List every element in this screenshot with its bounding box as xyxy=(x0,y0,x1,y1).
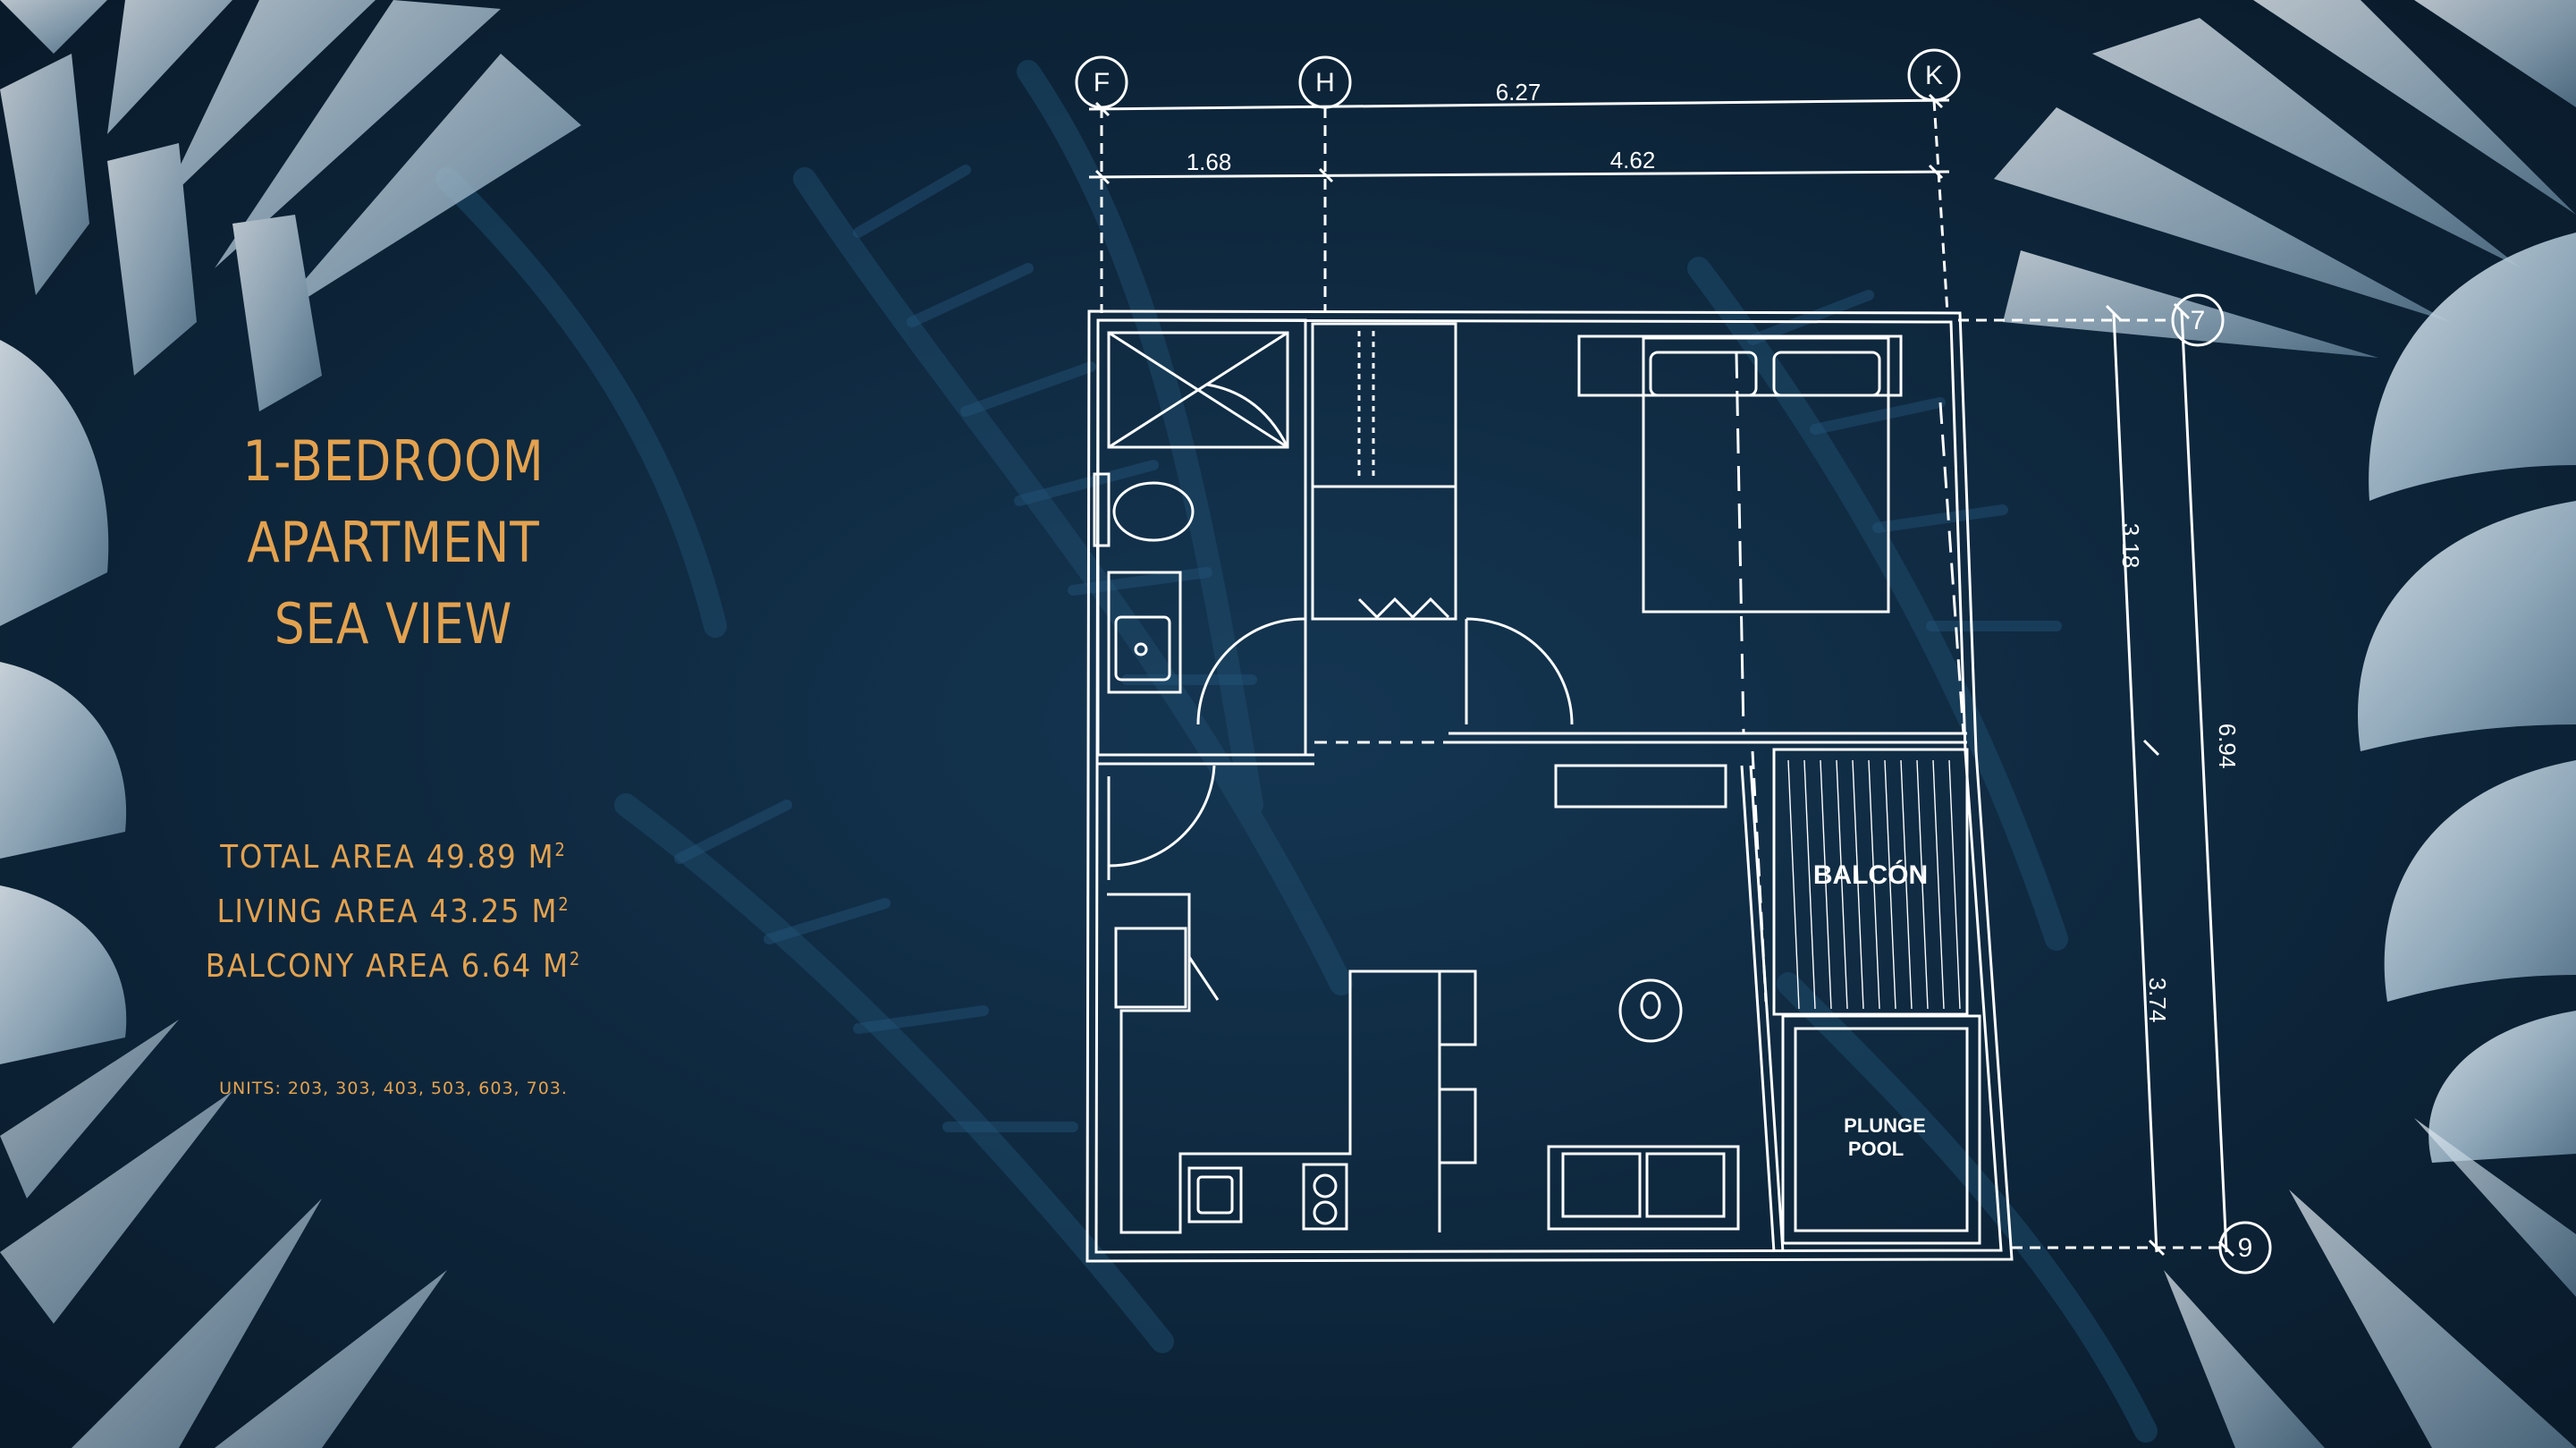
sofa xyxy=(1547,1145,1740,1231)
headboard xyxy=(1577,334,1903,397)
grid-label-9: 9 xyxy=(2238,1233,2253,1263)
apartment-title: 1-BEDROOM APARTMENT SEA VIEW xyxy=(179,420,608,665)
plunge-pool xyxy=(1781,1014,1981,1245)
pillow-left xyxy=(1649,351,1758,397)
tv-console xyxy=(1554,764,1727,809)
balcony-area: BALCONY AREA 6.64 M2 xyxy=(168,936,619,990)
bath-sink-counter xyxy=(1107,571,1182,694)
area-summary: TOTAL AREA 49.89 M2 LIVING AREA 43.25 M2… xyxy=(143,826,644,990)
shower-door-swing xyxy=(1206,383,1289,448)
living-area-value: 43.25 xyxy=(429,893,521,930)
palm-leaf-top-left xyxy=(0,0,581,411)
dim-lower: 3.74 xyxy=(2144,978,2171,1023)
shower-tray xyxy=(1107,331,1289,449)
toilet xyxy=(1112,481,1195,542)
title-line-1: 1-BEDROOM xyxy=(242,428,545,494)
cooktop xyxy=(1302,1163,1348,1231)
kitchen-sink xyxy=(1187,1166,1243,1224)
living-area-label: LIVING AREA xyxy=(216,893,419,930)
dim-right: 4.62 xyxy=(1610,147,1656,174)
bed xyxy=(1642,336,1890,614)
dim-total-height: 6.94 xyxy=(2214,724,2241,769)
total-area-value: 49.89 xyxy=(426,839,518,876)
title-line-3: SEA VIEW xyxy=(274,591,513,656)
grid-bubble-7 xyxy=(2171,293,2225,347)
monstera-leaf-left xyxy=(0,340,127,1064)
balcony-area-value: 6.64 xyxy=(460,948,533,985)
grid-bubble-9 xyxy=(2218,1221,2272,1274)
palm-leaf-bottom-right xyxy=(2164,1118,2576,1448)
grid-label-f: F xyxy=(1094,68,1110,97)
balcony-area xyxy=(1772,748,1969,1016)
balcony-area-exp: 2 xyxy=(569,948,582,970)
total-area: TOTAL AREA 49.89 M2 xyxy=(168,826,619,881)
dim-left: 1.68 xyxy=(1187,148,1232,175)
closet-door-swing xyxy=(1465,617,1574,725)
living-area: LIVING AREA 43.25 M2 xyxy=(168,881,619,936)
stool-2 xyxy=(1438,1088,1477,1164)
balcony-decking xyxy=(1787,759,1961,1010)
dim-total-width: 6.27 xyxy=(1496,79,1541,106)
dim-upper: 3.18 xyxy=(2117,523,2144,569)
entry-door-swing xyxy=(1108,765,1216,868)
exterior-wall xyxy=(1085,309,2014,1263)
ceiling-fixture xyxy=(1618,978,1683,1043)
grid-label-7: 7 xyxy=(2191,306,2206,335)
kitchen-counter xyxy=(1107,893,1441,1234)
bathroom-walls xyxy=(1096,318,1307,757)
monstera-leaf-right xyxy=(2358,233,2576,1163)
palm-leaf-top-right xyxy=(1994,0,2576,358)
balcony-area-label: BALCONY AREA xyxy=(205,948,451,985)
pool-label-line-1: PLUNGE xyxy=(1844,1114,1926,1137)
total-area-exp: 2 xyxy=(554,839,567,860)
stool-1 xyxy=(1438,970,1477,1046)
balcony-label: BALCÓN xyxy=(1813,859,1928,890)
grid-label-k: K xyxy=(1925,61,1943,90)
living-area-exp: 2 xyxy=(558,893,570,915)
pool-label-line-2: POOL xyxy=(1848,1138,1904,1160)
closet xyxy=(1311,322,1457,488)
palm-leaf-bottom-left xyxy=(0,1020,447,1448)
pillow-right xyxy=(1772,351,1881,397)
title-line-2: APARTMENT xyxy=(247,510,540,575)
total-area-unit: M xyxy=(528,839,555,876)
units-list: UNITS: 203, 303, 403, 503, 603, 703. xyxy=(219,1079,568,1098)
living-area-unit: M xyxy=(531,893,559,930)
bath-door-swing xyxy=(1196,617,1306,725)
balcony-area-unit: M xyxy=(543,948,570,985)
floor-plan: F H K 7 9 6.27 1.68 4.62 3.18 6.94 3.74 … xyxy=(1075,48,2272,1274)
kitchen-chair xyxy=(1114,927,1187,1009)
grid-label-h: H xyxy=(1315,68,1335,97)
total-area-label: TOTAL AREA xyxy=(220,839,416,876)
